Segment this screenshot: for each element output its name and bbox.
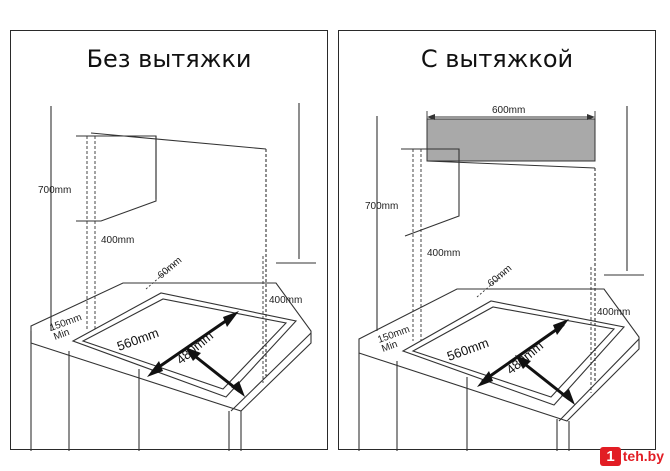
countertop bbox=[358, 288, 640, 422]
watermark-badge: 1 bbox=[600, 446, 621, 466]
hob-cutout bbox=[401, 300, 626, 406]
front-gap-min-label: Min bbox=[52, 327, 71, 343]
panel-without-hood: Без вытяжки bbox=[10, 30, 328, 451]
cutout-depth-label: 480mm bbox=[503, 338, 546, 377]
panel-title: Без вытяжки bbox=[86, 45, 252, 73]
clearance-label: 400mm bbox=[101, 235, 134, 246]
width-arrow bbox=[151, 314, 235, 373]
back-gap-label: 60mm bbox=[486, 263, 514, 289]
cabinet-height-label: 700mm bbox=[365, 201, 398, 212]
hood-width-label: 600mm bbox=[492, 105, 525, 116]
cutout-depth-label: 480mm bbox=[173, 328, 216, 367]
cutout-width-label: 560mm bbox=[445, 335, 491, 364]
back-gap-label: 60mm bbox=[156, 255, 184, 281]
panel-title: С вытяжкой bbox=[420, 45, 574, 73]
diagram-without-hood: 700mm 400mm 400mm 60mm 150mm Min 560mm 4… bbox=[30, 103, 316, 451]
watermark-text: teh.by bbox=[622, 448, 664, 464]
cutout-width-label: 560mm bbox=[115, 325, 161, 354]
front-gap-min-label: Min bbox=[380, 339, 399, 355]
cabinet-height-label: 700mm bbox=[38, 185, 71, 196]
countertop bbox=[30, 282, 312, 412]
width-arrow bbox=[481, 323, 565, 383]
depth-arrow bbox=[519, 359, 571, 401]
clearance-label: 400mm bbox=[427, 248, 460, 259]
side-clearance-label: 400mm bbox=[597, 307, 630, 318]
diagram-with-hood: 600mm bbox=[358, 105, 644, 451]
range-hood bbox=[426, 118, 596, 162]
side-clearance-label: 400mm bbox=[269, 295, 302, 306]
panel-with-hood: С вытяжкой 600mm bbox=[338, 30, 656, 451]
depth-arrow bbox=[189, 351, 241, 393]
upper-cabinet bbox=[76, 135, 157, 222]
watermark-logo: 1 teh.by bbox=[600, 445, 664, 467]
hob-cutout bbox=[71, 292, 298, 398]
